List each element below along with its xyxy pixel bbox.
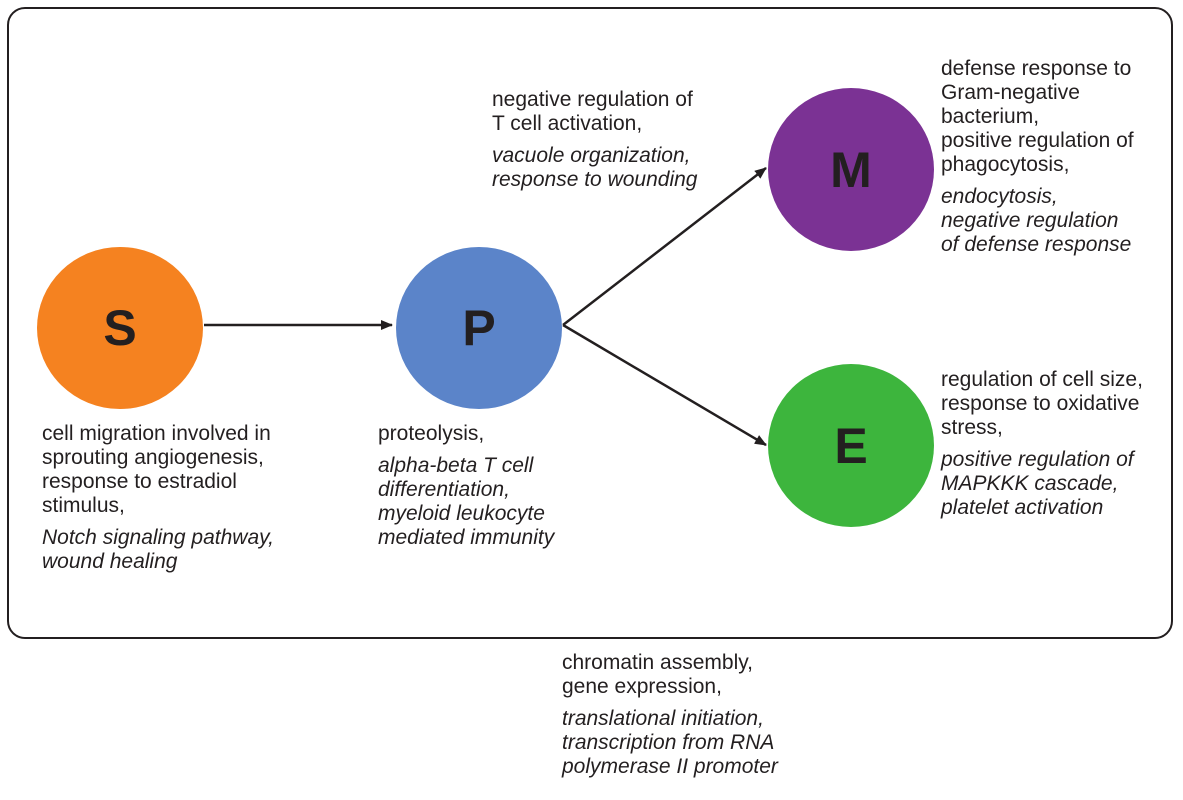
- label-e-italic: positive regulation of MAPKKK cascade, p…: [941, 448, 1134, 519]
- node-m-letter: M: [830, 141, 872, 198]
- label-p-to-m: negative regulation of T cell activation…: [492, 88, 697, 192]
- label-p-italic: alpha-beta T cell differentiation, myelo…: [378, 454, 555, 549]
- arrow-p-to-e: [562, 323, 767, 447]
- label-s-italic: Notch signaling pathway, wound healing: [42, 526, 274, 573]
- label-m: defense response to Gram-negative bacter…: [941, 57, 1134, 257]
- label-m-plain: defense response to Gram-negative bacter…: [941, 57, 1134, 176]
- node-s: S: [37, 247, 203, 409]
- node-e-letter: E: [834, 417, 868, 474]
- label-p-to-m-plain: negative regulation of T cell activation…: [492, 88, 693, 135]
- arrow-p-to-m: [562, 167, 767, 326]
- label-s: cell migration involved in sprouting ang…: [42, 422, 274, 574]
- label-p: proteolysis, alpha-beta T cell different…: [378, 422, 554, 550]
- node-e: E: [768, 364, 934, 527]
- label-bottom-italic: translational initiation, transcription …: [562, 707, 778, 778]
- node-s-letter: S: [103, 300, 137, 356]
- node-p-letter: P: [462, 300, 496, 356]
- label-p-plain: proteolysis,: [378, 422, 485, 445]
- label-p-to-m-italic: vacuole organization, response to woundi…: [492, 144, 698, 191]
- node-p: P: [396, 247, 562, 409]
- label-m-italic: endocytosis, negative regulation of defe…: [941, 185, 1132, 256]
- label-bottom: chromatin assembly, gene expression, tra…: [562, 651, 778, 779]
- diagram-frame: [7, 7, 1173, 639]
- node-m: M: [768, 88, 934, 251]
- label-s-plain: cell migration involved in sprouting ang…: [42, 422, 271, 517]
- label-bottom-plain: chromatin assembly, gene expression,: [562, 651, 754, 698]
- label-e: regulation of cell size, response to oxi…: [941, 368, 1143, 520]
- label-e-plain: regulation of cell size, response to oxi…: [941, 368, 1143, 439]
